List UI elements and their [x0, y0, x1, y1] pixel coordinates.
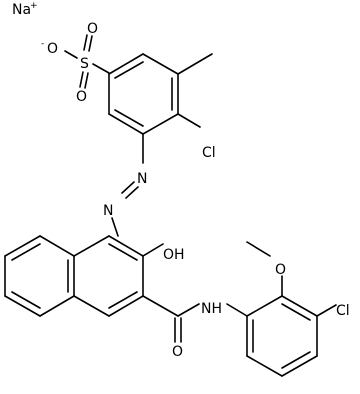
sulfonate-s-label: S — [80, 56, 89, 72]
naph-l-bond-5 — [39, 295, 75, 317]
bond-c-nh — [177, 303, 200, 317]
ring-a-bond-5 — [108, 113, 144, 135]
sulfonate-o-bottom-label: O — [76, 89, 87, 105]
bond-cl-bottom — [316, 304, 337, 317]
bond-s-o-top-a — [83, 34, 88, 51]
bond-s-o-top-b — [88, 35, 93, 52]
ring-a-inner-3 — [114, 109, 144, 127]
sodium-label: Na — [12, 2, 31, 18]
naph-r-inner-1 — [108, 243, 138, 261]
naph-r-inner-2 — [108, 291, 138, 309]
amide-o-label: O — [172, 344, 183, 360]
ring-b-bond-4 — [281, 355, 318, 377]
chlorine-bottom-label: Cl — [336, 303, 350, 319]
bond-oh — [142, 243, 164, 257]
bond-azo-b — [121, 181, 135, 194]
bond-cl-top — [177, 113, 201, 128]
bond-nh-ring — [226, 303, 248, 317]
azo-n2-label: N — [103, 203, 113, 219]
sulfonate-o-top-label: O — [87, 21, 98, 37]
naph-l-bond-1 — [39, 235, 75, 257]
naph-l-bond-2 — [4, 235, 41, 257]
ring-b-bond-5 — [246, 355, 283, 377]
naph-r-bond-3 — [108, 295, 144, 317]
bond-s-o-minus — [64, 50, 78, 59]
bond-o-methyl — [246, 241, 271, 257]
bond-s-o-bottom-b — [84, 72, 89, 89]
bond-s-ring — [92, 63, 110, 74]
naph-r-bond-6 — [73, 235, 110, 257]
sulfonate-o-minus-label: O — [47, 41, 58, 57]
naph-r-bond-4 — [73, 295, 110, 317]
atom-labels: Na + O - S O O Cl N N OH O NH O Cl — [12, 1, 350, 360]
sulfonate-charge: - — [41, 39, 44, 49]
ring-b-inner-2 — [281, 351, 311, 369]
ring-b-bond-1 — [246, 295, 283, 317]
ring-a-bond-4 — [142, 113, 179, 135]
ring-a-bond-1 — [108, 53, 144, 75]
methoxy-o-label: O — [275, 262, 286, 278]
bonds — [4, 34, 337, 377]
ring-a-bond-2 — [142, 53, 179, 75]
chlorine-top-label: Cl — [202, 145, 216, 161]
hydroxyl-label: OH — [163, 247, 185, 263]
sodium-charge: + — [30, 1, 38, 11]
ring-b-bond-2 — [281, 295, 318, 317]
naph-r-bond-1 — [108, 235, 144, 257]
naph-l-inner-1 — [11, 243, 41, 261]
ring-a-inner-1 — [114, 61, 144, 79]
ring-b-inner-1 — [281, 303, 311, 321]
bond-n-naph — [111, 217, 119, 237]
azo-n1-label: N — [137, 171, 147, 187]
naph-l-inner-2 — [11, 291, 41, 309]
bond-ring-carbonyl — [142, 295, 179, 317]
bond-s-o-bottom-a — [79, 71, 84, 88]
naph-l-bond-4 — [4, 295, 41, 317]
bond-azo-a — [125, 186, 139, 199]
amide-nh-label: NH — [201, 301, 222, 317]
bond-methyl — [177, 53, 213, 75]
